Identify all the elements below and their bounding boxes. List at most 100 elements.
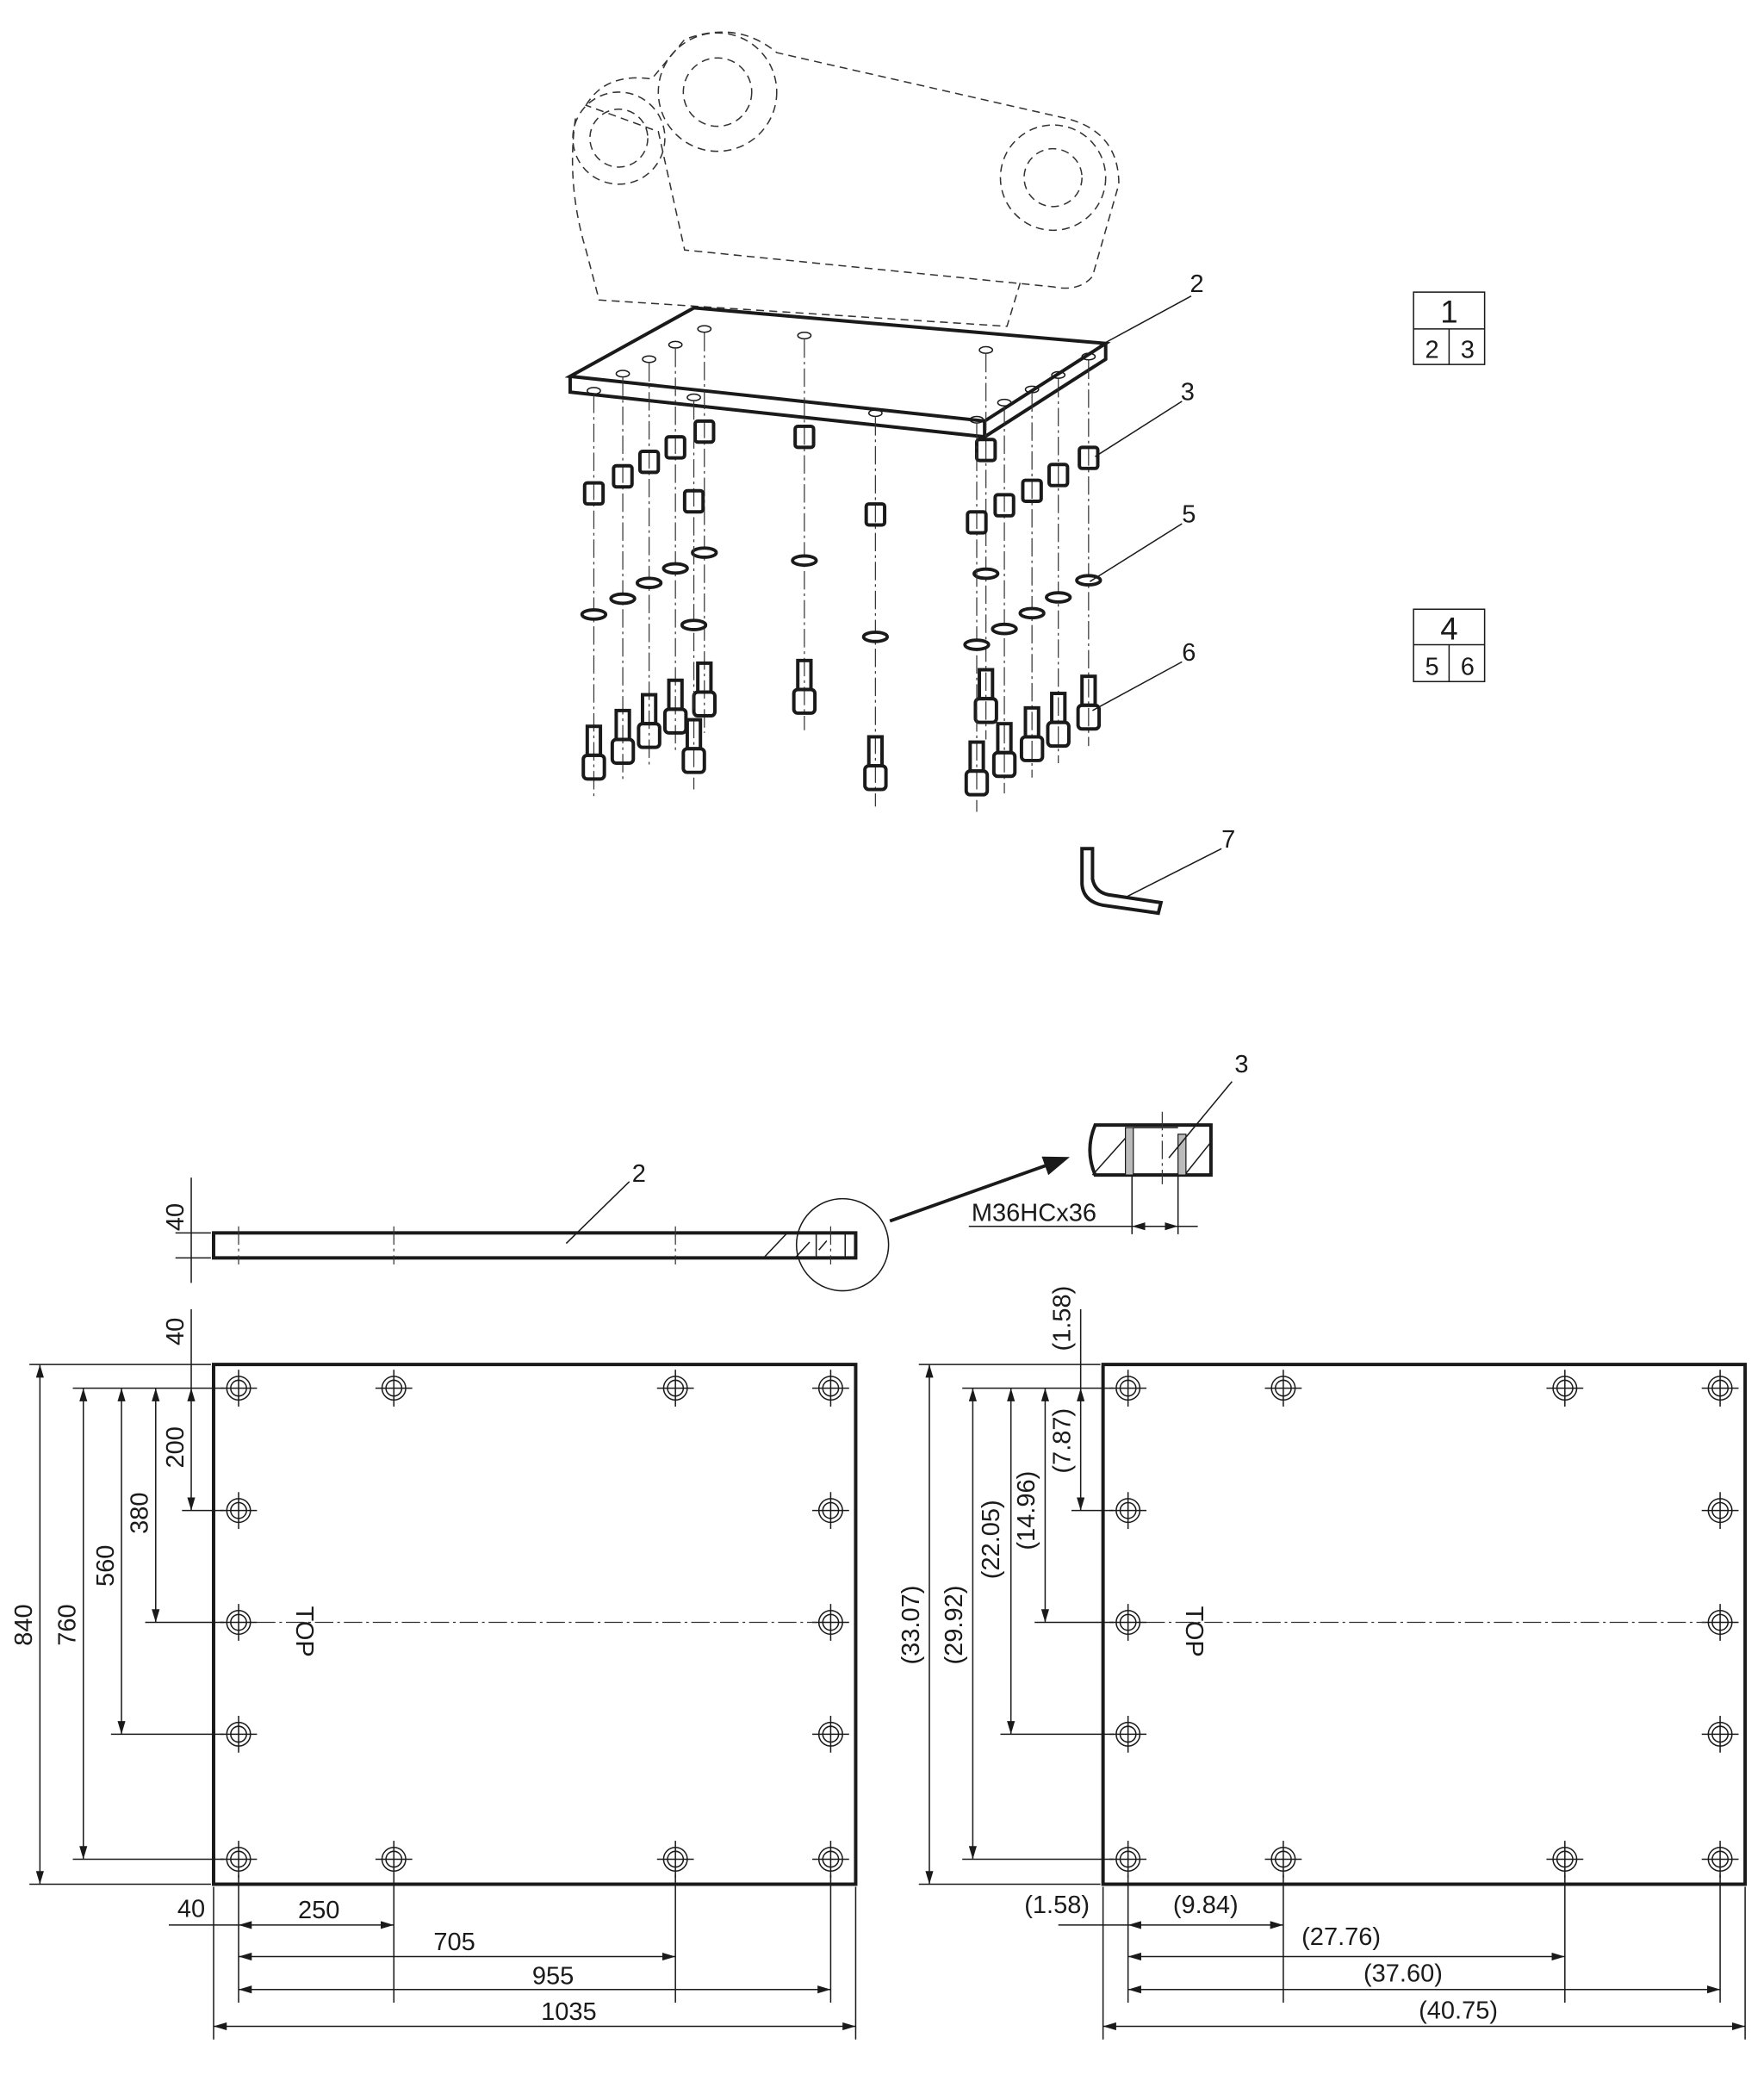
plate-hole	[867, 409, 883, 418]
threaded-plug	[693, 419, 716, 444]
plate-hole	[686, 393, 701, 401]
plate-hole	[969, 415, 984, 424]
bolt-head	[863, 764, 888, 792]
threaded-plug	[664, 435, 686, 460]
detail-circle	[795, 1197, 890, 1292]
washer	[861, 631, 890, 643]
dim-840: 840	[10, 1604, 38, 1645]
dim-200: 200	[162, 1426, 189, 1468]
plate-hole	[615, 370, 630, 378]
metric-dimensions: 40 200 380 560 760 840 40 250 705 955 10…	[10, 1318, 597, 2026]
plate-hole	[668, 340, 683, 349]
dim-left-offset: (1.58)	[1024, 1892, 1090, 1919]
allen-key	[1080, 847, 1164, 916]
callout-washer: 5	[1182, 500, 1196, 528]
threaded-plug	[1021, 478, 1043, 503]
threaded-plug	[966, 510, 988, 535]
callout-bolt: 6	[1182, 639, 1196, 667]
washer	[1045, 591, 1072, 604]
threaded-plug	[682, 488, 705, 514]
dim-705: 705	[433, 1929, 475, 1956]
plan-view-imperial: TOP	[1101, 1363, 1748, 1886]
bolt-head	[637, 722, 662, 749]
callout-leaders	[1089, 295, 1222, 898]
washer	[609, 592, 637, 606]
plate-hole	[978, 345, 994, 354]
dim-200: (7.87)	[1048, 1408, 1076, 1474]
bracket-phantom	[571, 31, 1120, 327]
dim-760: (29.92)	[941, 1586, 968, 1665]
table-child: 5	[1425, 654, 1438, 681]
washer	[991, 622, 1018, 636]
bolt-head	[792, 687, 817, 715]
dim-380: 380	[127, 1493, 154, 1534]
bolt-head	[681, 747, 706, 774]
washer	[691, 546, 718, 559]
assembly-table-1: 1 2 3	[1413, 291, 1486, 365]
threaded-plug	[612, 463, 634, 489]
bolt-head	[1046, 720, 1071, 749]
bolt-head	[581, 753, 606, 781]
plate-hole	[697, 325, 712, 333]
threaded-plug	[864, 502, 887, 527]
bolt-head	[1019, 735, 1045, 762]
plate-hole	[1081, 352, 1096, 361]
washer	[680, 618, 708, 631]
dim-1035: (40.75)	[1419, 1997, 1498, 2024]
top-label: TOP	[1180, 1606, 1208, 1657]
adapter-plate	[564, 306, 1111, 439]
bolt-head	[973, 697, 998, 724]
dim-250: (9.84)	[1173, 1892, 1239, 1919]
dim-250: 250	[298, 1897, 339, 1924]
bolt-head	[610, 737, 636, 765]
dim-955: (37.60)	[1363, 1960, 1443, 1988]
callout-side-plate: 2	[632, 1160, 646, 1188]
plate-hole	[587, 387, 601, 395]
washer	[662, 562, 689, 575]
plate-hole	[642, 355, 657, 363]
threaded-plug	[1078, 445, 1100, 470]
dim-560: (22.05)	[978, 1500, 1005, 1579]
exploded-view: 2 3 5 6 7	[564, 31, 1235, 916]
callout-detail-plug: 3	[1234, 1051, 1248, 1078]
dim-380: (14.96)	[1013, 1471, 1040, 1550]
washer	[963, 638, 991, 651]
dim-760: 760	[54, 1604, 82, 1645]
washer	[1018, 606, 1046, 620]
dim-560: 560	[92, 1545, 120, 1587]
dim-705: (27.76)	[1301, 1923, 1381, 1951]
table-parent: 1	[1440, 294, 1457, 329]
bolt-head	[1076, 703, 1102, 731]
washer	[580, 608, 608, 621]
washer	[972, 567, 1000, 581]
threaded-plug	[1047, 463, 1070, 488]
threaded-plug	[582, 481, 606, 506]
table-parent: 4	[1440, 611, 1457, 646]
plate-hole	[1051, 370, 1066, 379]
table-child: 3	[1461, 337, 1475, 364]
plate-hole	[1024, 385, 1040, 394]
assembly-table-2: 4 5 6	[1413, 608, 1486, 683]
dim-1035: 1035	[541, 1998, 597, 2026]
dimension-lines	[29, 1308, 1746, 2040]
dim-top-offset: (1.58)	[1048, 1286, 1076, 1351]
callout-plate: 2	[1189, 270, 1203, 298]
bolt-head	[964, 769, 990, 797]
dim-955: 955	[532, 1963, 574, 1991]
plate-hole	[997, 398, 1012, 407]
dim-840: (33.07)	[898, 1586, 925, 1665]
detail-view: M36HCx36 3	[968, 1051, 1249, 1234]
detail-arrow	[889, 1156, 1071, 1223]
fastener-columns	[580, 325, 1102, 812]
washer	[635, 576, 663, 589]
threaded-plug	[793, 424, 816, 450]
plan-view-metric: TOP	[212, 1363, 858, 1886]
table-child: 6	[1461, 654, 1475, 681]
dim-left-offset: 40	[177, 1896, 205, 1923]
callout-plug: 3	[1181, 378, 1195, 406]
threaded-plug	[975, 438, 997, 463]
dim-thickness: 40	[162, 1203, 189, 1231]
table-child: 2	[1425, 337, 1438, 364]
callout-key: 7	[1221, 826, 1235, 854]
